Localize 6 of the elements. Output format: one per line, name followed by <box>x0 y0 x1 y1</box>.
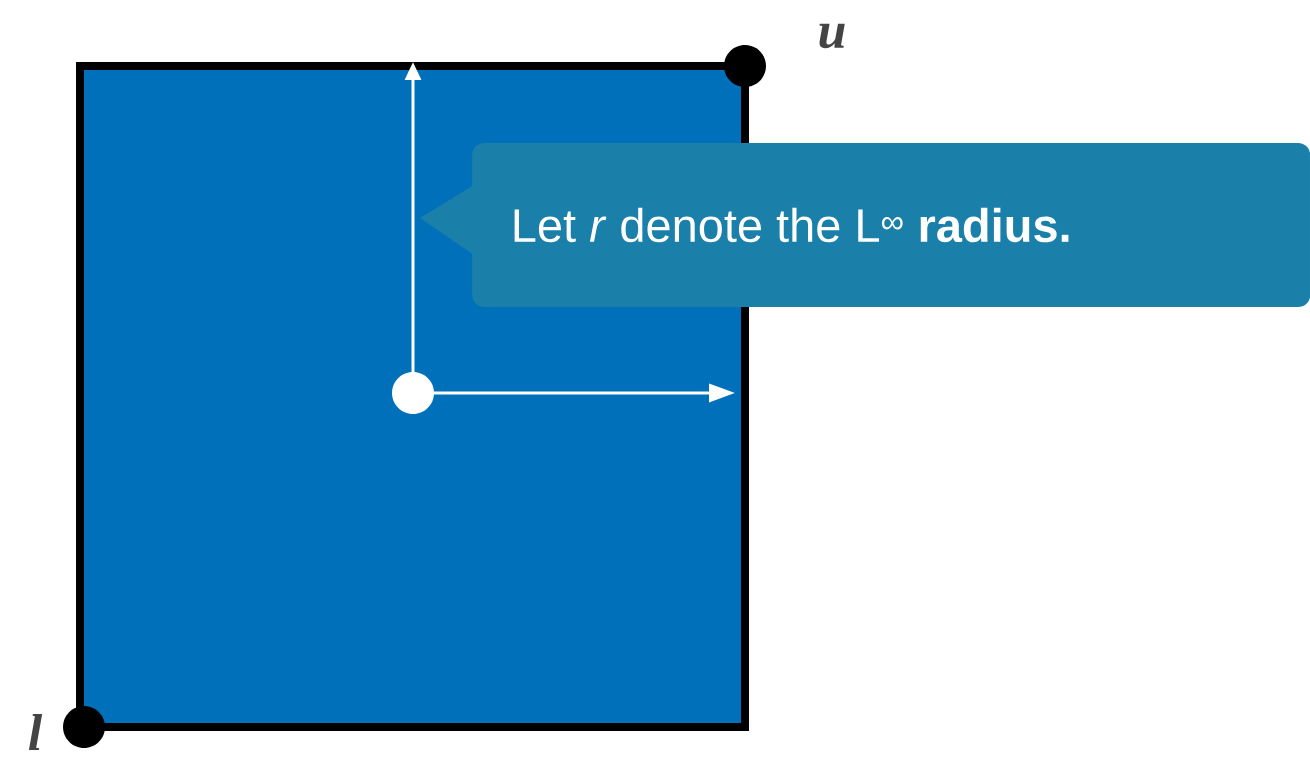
center-dot <box>392 372 434 414</box>
point-label: u <box>819 23 845 49</box>
callout-bubble: Let r denote the L$^{∞}$ radius. <box>420 143 1310 307</box>
corner-dot <box>63 706 105 748</box>
corner-dot <box>724 45 766 87</box>
point-label: l <box>28 713 43 751</box>
